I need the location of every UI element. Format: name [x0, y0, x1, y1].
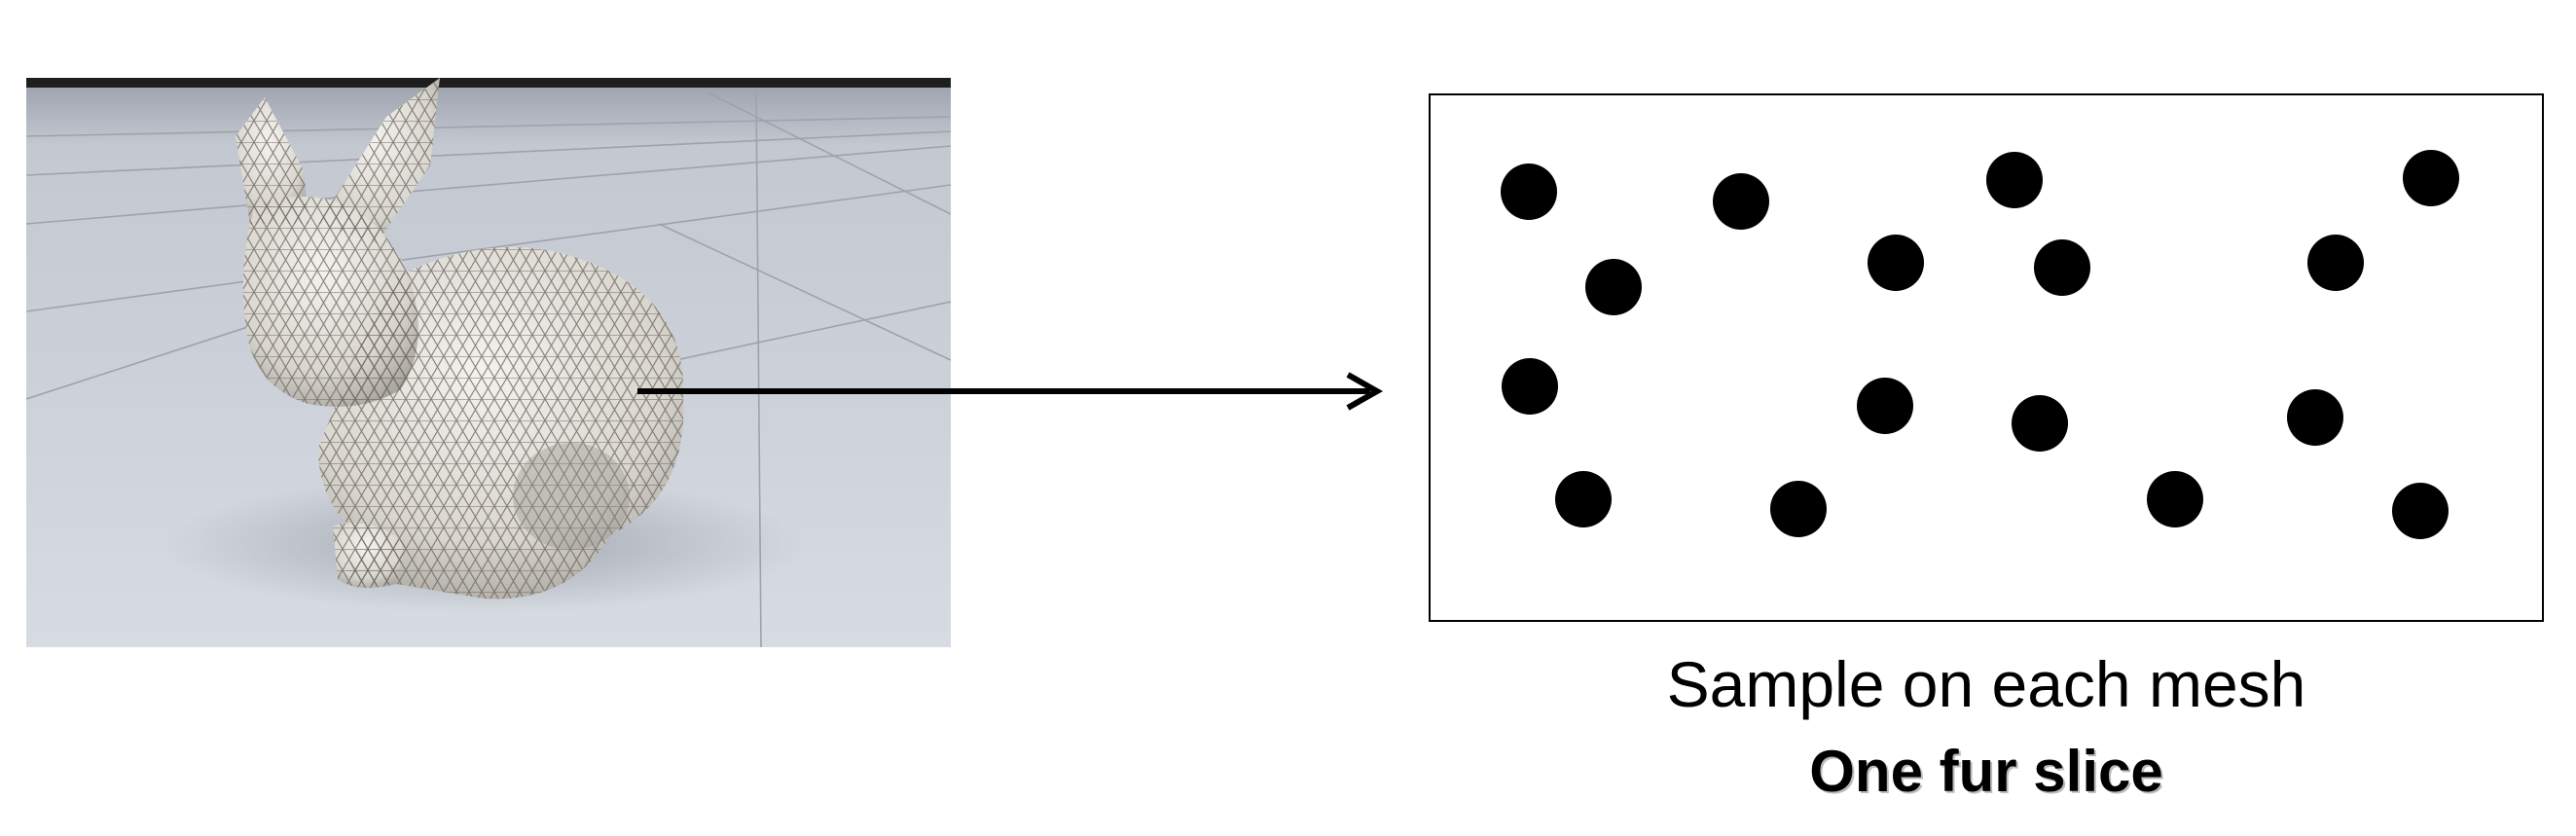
sample-dot	[2287, 389, 2343, 446]
sample-dot	[2147, 471, 2203, 527]
sample-dot	[1713, 173, 1769, 230]
fur-slice-box	[1429, 93, 2544, 622]
sample-dot	[1857, 378, 1913, 434]
sample-dot	[1501, 164, 1557, 220]
caption-sample-on-each-mesh: Sample on each mesh	[1666, 648, 2306, 720]
sample-dot	[1868, 235, 1924, 291]
bunny-mesh-image	[26, 78, 951, 647]
sample-dot	[1585, 259, 1642, 315]
sample-dot	[2012, 395, 2068, 452]
sample-dot	[1986, 152, 2043, 208]
sample-dot	[1770, 481, 1827, 537]
sample-dot	[1502, 358, 1558, 415]
sample-dot	[2307, 235, 2364, 291]
sample-dot	[2392, 483, 2449, 539]
sample-dot	[2403, 150, 2459, 206]
sample-dot	[2034, 239, 2090, 296]
sample-dot	[1555, 471, 1612, 527]
caption-one-fur-slice: One fur slice	[1809, 739, 2163, 804]
